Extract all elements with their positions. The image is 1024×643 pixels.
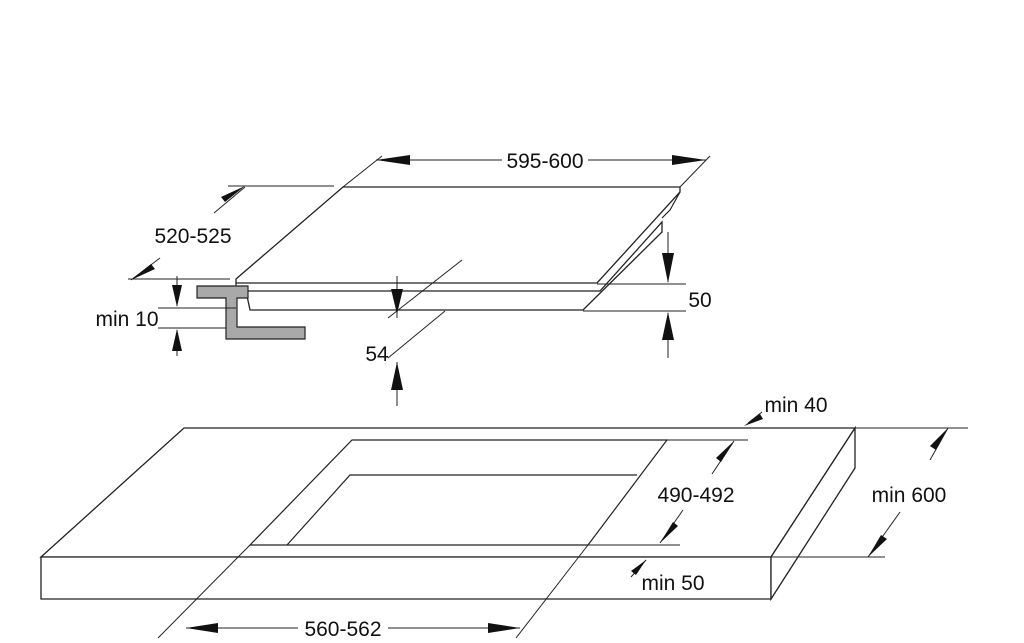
- mounting-bracket: [196, 285, 306, 340]
- hob-plate-side: [661, 191, 681, 219]
- dim-worktop-depth: min 600: [771, 427, 968, 558]
- label-cutout-width: 560-562: [304, 618, 381, 641]
- dim-min-clearance: min 10: [95, 276, 236, 356]
- label-min-clearance: min 10: [95, 308, 158, 331]
- hob-top-surface: [235, 186, 681, 284]
- dim-cutout-width: 560-562: [157, 544, 589, 641]
- label-cutout-depth: 490-492: [657, 484, 734, 507]
- worktop-drawing: [39, 425, 857, 602]
- label-min-front: min 50: [641, 572, 704, 595]
- label-min-back: min 40: [764, 394, 827, 417]
- label-edge-height: 50: [688, 289, 711, 312]
- dim-min-back: min 40: [667, 394, 828, 441]
- dim-hob-width: 595-600: [342, 150, 711, 188]
- dim-min-front: min 50: [588, 544, 705, 595]
- dim-edge-height: 50: [583, 232, 712, 358]
- label-hob-width: 595-600: [506, 150, 583, 173]
- worktop-cutout-inner: [286, 474, 637, 546]
- label-total-height: 54: [365, 343, 389, 366]
- label-worktop-depth: min 600: [872, 484, 947, 507]
- dim-total-height: 54: [365, 259, 463, 406]
- label-hob-depth: 520-525: [154, 225, 231, 248]
- hob-body: [245, 220, 663, 311]
- worktop-side-face: [770, 425, 856, 602]
- hob-drawing: [235, 186, 681, 311]
- dim-hob-depth: 520-525: [128, 185, 334, 281]
